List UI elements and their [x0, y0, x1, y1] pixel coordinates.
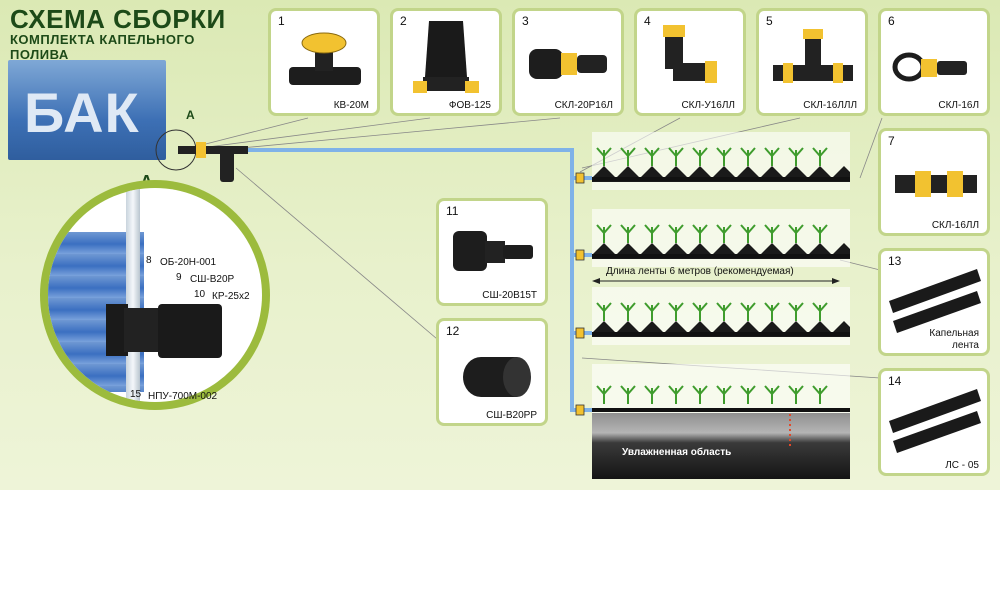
callout-9-num: 9	[176, 272, 182, 283]
part-card-3: 3 СКЛ-20Р16Л	[512, 8, 624, 116]
part-code-3: СКЛ-20Р16Л	[554, 100, 613, 111]
wet-area-label: Увлажненная область	[622, 447, 732, 458]
plant-row-4	[592, 364, 850, 416]
callout-15-code: НПУ-700М-002	[148, 391, 218, 402]
callout-8-num: 8	[146, 255, 152, 266]
part-number-1: 1	[278, 14, 285, 28]
part-code-6: СКЛ-16Л	[938, 100, 979, 111]
filter-icon	[413, 21, 479, 93]
part-code-11: СШ-20В15Т	[482, 290, 537, 301]
part-code-13-line2: лента	[952, 340, 979, 351]
straight-connector-icon	[895, 171, 977, 197]
plant-row-1	[592, 132, 850, 190]
plant-row-3	[592, 287, 850, 345]
part-card-11: 11 СШ-20В15Т	[436, 198, 548, 306]
part-number-14: 14	[888, 374, 902, 388]
tee-connector-icon	[773, 29, 853, 83]
threaded-cap-icon	[463, 357, 531, 397]
part-code-12: СШ-В20РР	[486, 410, 537, 421]
tank: БАК	[8, 60, 166, 160]
part-number-5: 5	[766, 14, 773, 28]
part-code-2: ФОВ-125	[448, 100, 491, 111]
callout-15-num: 15	[130, 389, 142, 400]
plant-row-2	[592, 209, 850, 267]
tap-adapter-icon	[453, 231, 533, 271]
part-number-12: 12	[446, 324, 460, 338]
part-number-3: 3	[522, 14, 529, 28]
part-code-7: СКЛ-16ЛЛ	[931, 220, 979, 231]
drip-line-icon	[889, 389, 981, 453]
part-number-7: 7	[888, 134, 895, 148]
part-number-4: 4	[644, 14, 651, 28]
detail-zoom-ring	[40, 180, 270, 410]
callout-9-code: СШ-В20Р	[190, 274, 235, 285]
part-number-6: 6	[888, 14, 895, 28]
part-card-4: 4 СКЛ-У16ЛЛ	[634, 8, 746, 116]
part-card-5: 5 СКЛ-16ЛЛЛ	[756, 8, 868, 116]
branch-fittings	[575, 172, 585, 416]
callout-10-num: 10	[194, 289, 206, 300]
elbow-connector-icon	[663, 25, 717, 83]
ball-valve-icon	[289, 32, 361, 85]
detail-zoom-view	[48, 188, 262, 402]
detail-marker: А	[186, 108, 195, 122]
tape-length-label: Длина ленты 6 метров (рекомендуемая)	[606, 266, 794, 277]
diagram-title: СХЕМА СБОРКИ	[10, 4, 226, 34]
part-card-13: 13 Капельная лента	[878, 248, 990, 356]
part-card-14: 14 ЛС - 05	[878, 368, 990, 476]
part-code-1: КВ-20М	[333, 100, 369, 111]
wet-area-drip-icon	[789, 414, 791, 446]
soil-cross-section	[592, 413, 850, 479]
row-4-graphic	[592, 364, 850, 416]
part-card-12: 12 СШ-В20РР	[436, 318, 548, 426]
tank-label: БАК	[24, 81, 140, 144]
part-number-11: 11	[446, 204, 459, 218]
tank-fittings	[178, 142, 248, 182]
part-card-6: 6 СКЛ-16Л	[878, 8, 990, 116]
callout-8-code: ОБ-20Н-001	[160, 257, 217, 268]
diagram-subtitle-1: КОМПЛЕКТА КАПЕЛЬНОГО	[10, 32, 195, 47]
callout-10-code: КР-25х2	[212, 291, 250, 302]
row-1-graphic	[592, 132, 850, 190]
diagram-subtitle-2: ПОЛИВА	[10, 47, 69, 62]
part-number-13: 13	[888, 254, 902, 268]
part-code-13-line1: Капельная	[929, 328, 979, 339]
part-number-2: 2	[400, 14, 407, 28]
part-code-4: СКЛ-У16ЛЛ	[681, 100, 735, 111]
part-card-2: 2 ФОВ-125	[390, 8, 502, 116]
outlet-assembly-icon	[106, 304, 222, 358]
part-card-1: 1 КВ-20М	[268, 8, 380, 116]
row-3-graphic	[592, 287, 850, 345]
drip-tape-icon	[889, 269, 981, 333]
part-card-7: 7 СКЛ-16ЛЛ	[878, 128, 990, 236]
diagram-title-block: СХЕМА СБОРКИ КОМПЛЕКТА КАПЕЛЬНОГО ПОЛИВА	[10, 6, 270, 62]
row-2-graphic	[592, 209, 850, 267]
part-code-14: ЛС - 05	[945, 460, 979, 471]
tape-connector-icon	[529, 49, 607, 79]
part-code-5: СКЛ-16ЛЛЛ	[803, 100, 857, 111]
end-plug-icon	[892, 52, 967, 82]
